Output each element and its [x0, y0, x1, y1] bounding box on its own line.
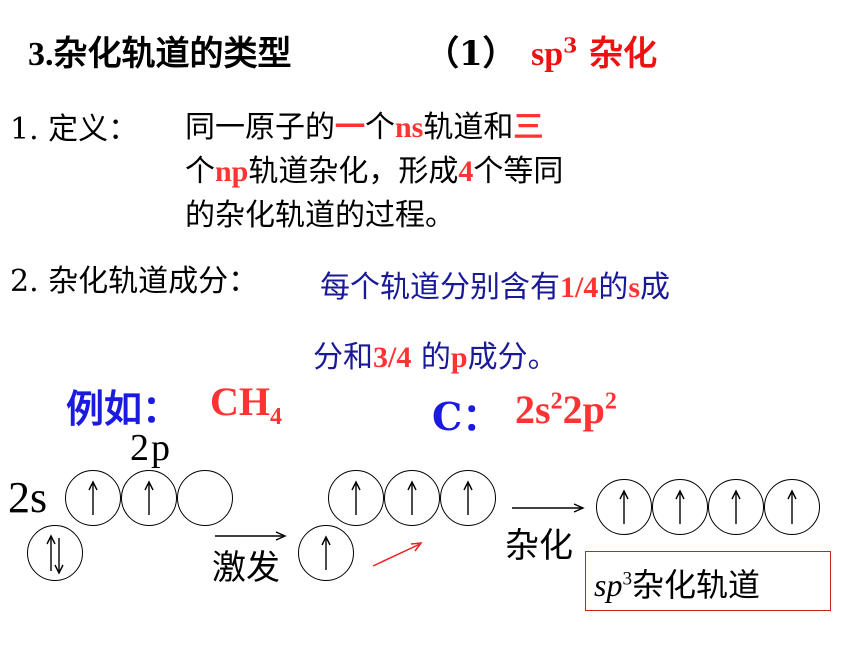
definition-line-2: 个np轨道杂化，形成4个等同: [185, 146, 563, 190]
definition-line-1: 同一原子的一个ns轨道和三: [185, 102, 543, 146]
label-2p: 2p: [130, 427, 172, 469]
sp3-text: 杂化轨道: [632, 566, 761, 604]
title-subsection: （1）: [425, 26, 517, 75]
comp-highlight: 3/4: [373, 341, 412, 374]
orbital-ground-2p-1: [65, 470, 121, 526]
sp3-sup: 3: [622, 568, 633, 590]
example-carbon: C：: [432, 394, 501, 439]
example-label: 例如：: [66, 386, 181, 431]
orbital-sp3-4: [764, 479, 820, 535]
label-excite: 激发: [212, 548, 280, 588]
orbital-ground-2s: [27, 525, 83, 581]
comp-text: 的: [598, 270, 629, 305]
electron-up-arrow: [351, 480, 361, 515]
sp3-label-box: [585, 551, 831, 611]
sp3-sp: sp: [594, 567, 623, 603]
sp3-label-text: sp3杂化轨道: [594, 560, 760, 606]
def-text: 轨道杂化，形成: [248, 154, 459, 189]
def-highlight: 三: [513, 110, 544, 145]
def-text: 个: [365, 110, 395, 145]
comp-text: 成: [640, 270, 671, 305]
cfg-2p-sup: 2: [604, 388, 617, 415]
orbital-sp3-2: [652, 479, 708, 535]
title-paren: （1）: [425, 34, 517, 74]
electron-up-arrow: [321, 535, 331, 570]
comp-text: 的: [411, 340, 451, 375]
title-sp: sp: [531, 36, 564, 73]
slide-title: 3.杂化轨道的类型: [28, 26, 292, 75]
example-config: 2s22p2: [515, 386, 617, 433]
orbital-excited-2s: [298, 525, 354, 581]
orbital-ground-2p-3: [177, 470, 233, 526]
definition-label: 1. 定义：: [10, 112, 139, 147]
electron-up-arrow: [731, 489, 741, 524]
comp-highlight: p: [450, 341, 468, 374]
orbital-ground-2p-2: [121, 470, 177, 526]
def-text: 个等同: [473, 154, 564, 189]
orbital-excited-2p-2: [384, 470, 440, 526]
title-text: 杂化轨道的类型: [53, 34, 292, 74]
composition-line-2: 分和3/4 的p成分。: [313, 332, 558, 376]
ch-sub: 4: [270, 404, 282, 430]
label-hybridize: 杂化: [505, 526, 573, 566]
electron-up-arrow: [675, 489, 685, 524]
hybridize-arrow: [512, 503, 585, 513]
electron-up-arrow: [787, 489, 797, 524]
def-text: 同一原子的: [185, 110, 335, 145]
ch-text: CH: [210, 379, 270, 424]
electron-up-arrow: [144, 480, 154, 515]
comp-highlight: 1/4: [560, 271, 599, 304]
composition-label: 2. 杂化轨道成分：: [10, 264, 259, 299]
orbital-sp3-1: [596, 479, 652, 535]
title-sp3: sp3 杂化: [531, 26, 657, 75]
cfg-2p: 2p: [562, 387, 605, 432]
def-highlight: np: [215, 155, 249, 188]
comp-text: 每个轨道分别含有: [320, 270, 560, 305]
comp-text: 分和: [313, 340, 373, 375]
def-highlight: ns: [395, 111, 424, 144]
electron-up-arrow: [463, 480, 473, 515]
comp-highlight: s: [628, 271, 641, 304]
orbital-sp3-3: [708, 479, 764, 535]
def-highlight: 一: [335, 110, 365, 145]
electron-pair-arrows: [46, 534, 64, 575]
cfg-2s-sup: 2: [550, 388, 563, 415]
cfg-2s: 2s: [515, 387, 551, 432]
title-sup: 3: [563, 33, 578, 58]
electron-up-arrow: [407, 480, 417, 515]
electron-up-arrow: [88, 480, 98, 515]
example-ch4: CH4: [210, 378, 282, 429]
electron-up-arrow: [619, 489, 629, 524]
def-text: 轨道和: [423, 110, 514, 145]
definition-line-3: 的杂化轨道的过程。: [185, 198, 455, 233]
promotion-arrow: [372, 542, 423, 567]
excite-arrow: [215, 531, 287, 541]
orbital-excited-2p-1: [328, 470, 384, 526]
comp-text: 成分。: [467, 340, 558, 375]
orbital-excited-2p-3: [440, 470, 496, 526]
label-2s: 2s: [8, 473, 48, 522]
def-text: 个: [185, 154, 215, 189]
title-hyb: 杂化: [577, 34, 658, 74]
def-highlight: 4: [458, 155, 474, 188]
title-number: 3.: [28, 36, 54, 73]
composition-line-1: 每个轨道分别含有1/4的s成: [320, 262, 670, 306]
